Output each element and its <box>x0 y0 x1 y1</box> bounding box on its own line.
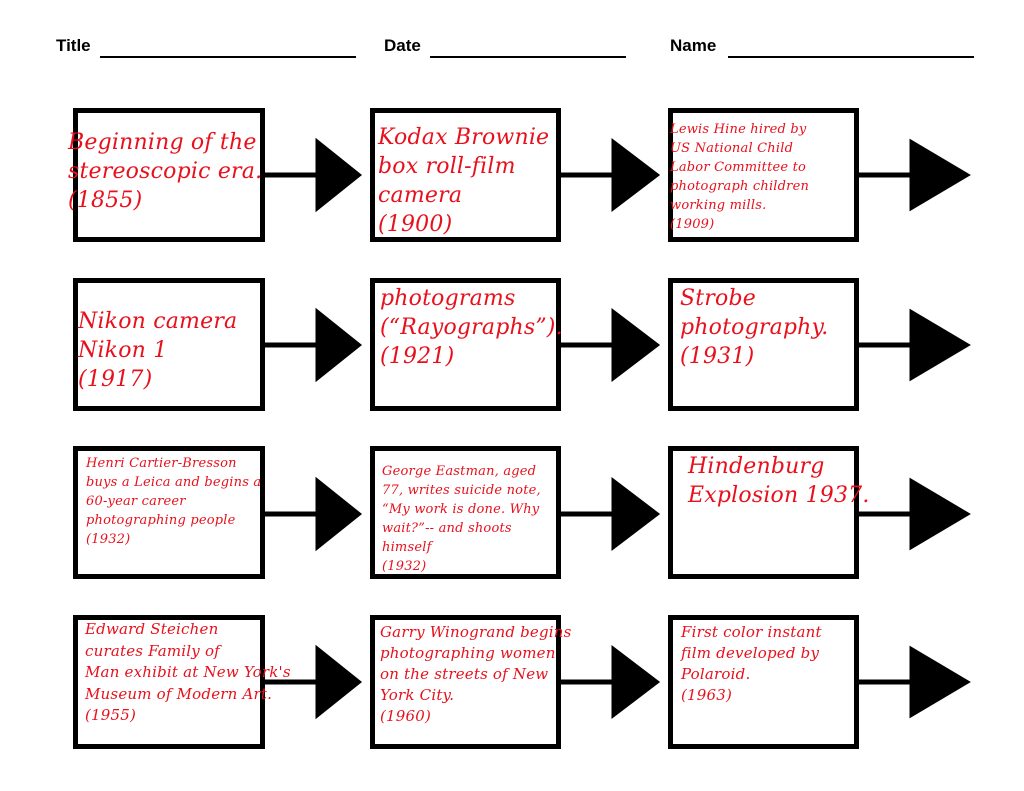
timeline-box <box>668 278 859 411</box>
arrow-icon <box>263 307 363 383</box>
arrow-row-1 <box>263 137 971 213</box>
timeline-box <box>370 446 561 579</box>
timeline-box <box>73 278 265 411</box>
arrow-icon <box>857 308 971 382</box>
box-note: First color instant film developed by Po… <box>681 623 822 704</box>
arrow-icon <box>263 476 363 552</box>
date-blank-line <box>430 56 626 58</box>
box-note: Lewis Hine hired by US National Child La… <box>670 122 810 232</box>
name-label: Name <box>670 36 717 55</box>
arrow-icon <box>263 644 363 720</box>
date-field: Date <box>384 36 626 60</box>
arrow-row-3 <box>263 476 971 552</box>
box-note: Nikon camera Nikon 1 (1917) <box>78 309 238 392</box>
arrow-icon <box>857 477 971 551</box>
box-note: Kodax Brownie box roll-film camera (1900… <box>378 125 550 237</box>
title-label: Title <box>56 36 91 55</box>
arrow-row-4 <box>263 644 971 720</box>
timeline-box <box>668 446 859 579</box>
timeline-box <box>370 615 561 749</box>
arrow-icon <box>857 645 971 719</box>
name-blank-line <box>728 56 974 58</box>
timeline-box <box>73 108 265 242</box>
arrow-icon <box>263 137 363 213</box>
timeline-box <box>668 108 859 242</box>
arrow-icon <box>559 476 661 552</box>
name-field: Name <box>670 36 974 60</box>
box-note: Henri Cartier-Bresson buys a Leica and b… <box>86 456 262 547</box>
title-blank-line <box>100 56 356 58</box>
timeline-box <box>668 615 859 749</box>
arrow-icon <box>559 307 661 383</box>
title-field: Title <box>56 36 356 60</box>
timeline-box <box>73 446 265 579</box>
box-note: photograms (“Rayographs”). (1921) <box>380 286 563 369</box>
box-note: Edward Steichen curates Family of Man ex… <box>85 620 291 724</box>
timeline-box <box>73 615 265 749</box>
date-label: Date <box>384 36 421 55</box>
box-note: Hindenburg Explosion 1937. <box>688 454 870 508</box>
arrow-icon <box>559 137 661 213</box>
timeline-box <box>370 278 561 411</box>
arrow-row-2 <box>263 307 971 383</box>
timeline-box <box>370 108 561 242</box>
arrow-icon <box>857 138 971 212</box>
box-note: Beginning of the stereoscopic era. (1855… <box>68 130 263 213</box>
box-note: Garry Winogrand begins photographing wom… <box>380 623 572 725</box>
box-note: George Eastman, aged 77, writes suicide … <box>382 464 541 574</box>
box-note: Strobe photography. (1931) <box>680 286 829 369</box>
arrow-icon <box>559 644 661 720</box>
